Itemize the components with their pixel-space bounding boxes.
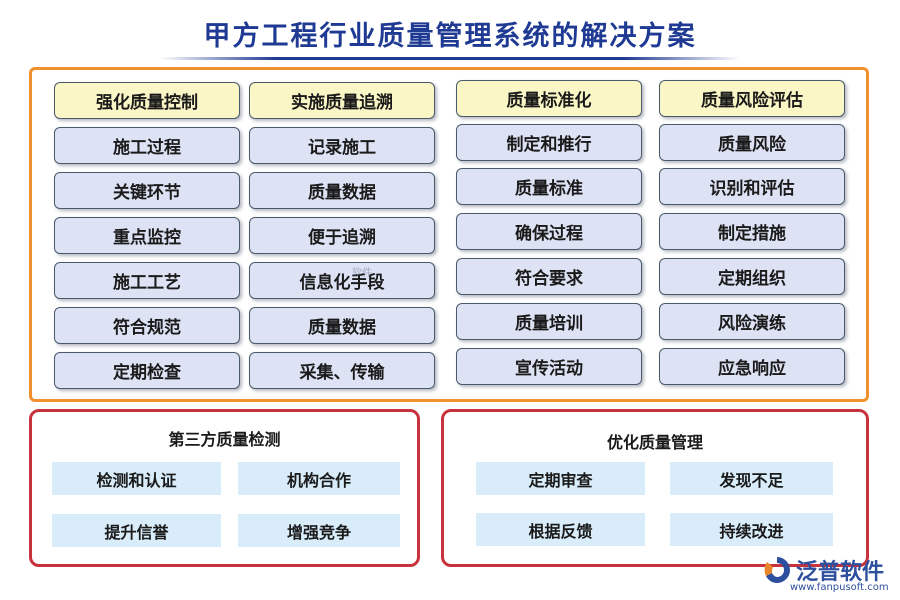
column-item: 质量数据 xyxy=(249,307,435,344)
column-item: 施工工艺 xyxy=(54,262,240,299)
optimize-item: 发现不足 xyxy=(670,462,833,495)
third-party-item: 提升信誉 xyxy=(52,514,221,547)
third-party-panel: 第三方质量检测 检测和认证 机构合作 提升信誉 增强竞争 xyxy=(29,409,420,567)
title-underline xyxy=(160,57,740,60)
column-head: 质量标准化 xyxy=(456,80,642,117)
column-item: 质量标准 xyxy=(456,168,642,205)
logo-url: www.fanpusoft.com xyxy=(790,582,889,593)
column-item: 制定和推行 xyxy=(456,124,642,161)
column-item: 定期组织 xyxy=(659,258,845,295)
column-item: 识别和评估 xyxy=(659,168,845,205)
logo-name: 泛普软件 xyxy=(796,560,885,585)
column-item: 确保过程 xyxy=(456,213,642,250)
main-panel: 强化质量控制 施工过程 关键环节 重点监控 施工工艺 符合规范 定期检查 实施质… xyxy=(29,67,869,402)
column-item: 关键环节 xyxy=(54,172,240,209)
third-party-item: 机构合作 xyxy=(238,462,400,495)
column-item: 质量数据 xyxy=(249,172,435,209)
column-item: 重点监控 xyxy=(54,217,240,254)
watermark-text: 软件 xyxy=(352,268,372,279)
column-item: 制定措施 xyxy=(659,213,845,250)
column-item: 风险演练 xyxy=(659,303,845,340)
column-item: 定期检查 xyxy=(54,352,240,389)
column-item: 符合要求 xyxy=(456,258,642,295)
column-item: 采集、传输 xyxy=(249,352,435,389)
column-item: 施工过程 xyxy=(54,127,240,164)
column-item: 符合规范 xyxy=(54,307,240,344)
optimize-item: 持续改进 xyxy=(670,513,833,546)
column-item: 宣传活动 xyxy=(456,348,642,385)
column-item: 应急响应 xyxy=(659,348,845,385)
panel-title: 优化质量管理 xyxy=(606,433,703,452)
logo-mark-icon xyxy=(764,557,790,583)
column-item: 质量培训 xyxy=(456,303,642,340)
column-item: 信息化手段 xyxy=(249,262,435,299)
column-head: 实施质量追溯 xyxy=(249,82,435,119)
column-head: 强化质量控制 xyxy=(54,82,240,119)
column-item: 便于追溯 xyxy=(249,217,435,254)
column-head: 质量风险评估 xyxy=(659,80,845,117)
optimize-item: 定期审查 xyxy=(476,462,645,495)
column-item: 记录施工 xyxy=(249,127,435,164)
panel-title: 第三方质量检测 xyxy=(168,430,281,449)
optimize-panel: 优化质量管理 定期审查 发现不足 根据反馈 持续改进 xyxy=(441,409,869,567)
optimize-item: 根据反馈 xyxy=(476,513,645,546)
column-item: 质量风险 xyxy=(659,124,845,161)
brand-logo: 泛普软件 www.fanpusoft.com xyxy=(762,551,892,597)
page-title: 甲方工程行业质量管理系统的解决方案 xyxy=(203,21,697,52)
third-party-item: 增强竞争 xyxy=(238,514,400,547)
third-party-item: 检测和认证 xyxy=(52,462,221,495)
